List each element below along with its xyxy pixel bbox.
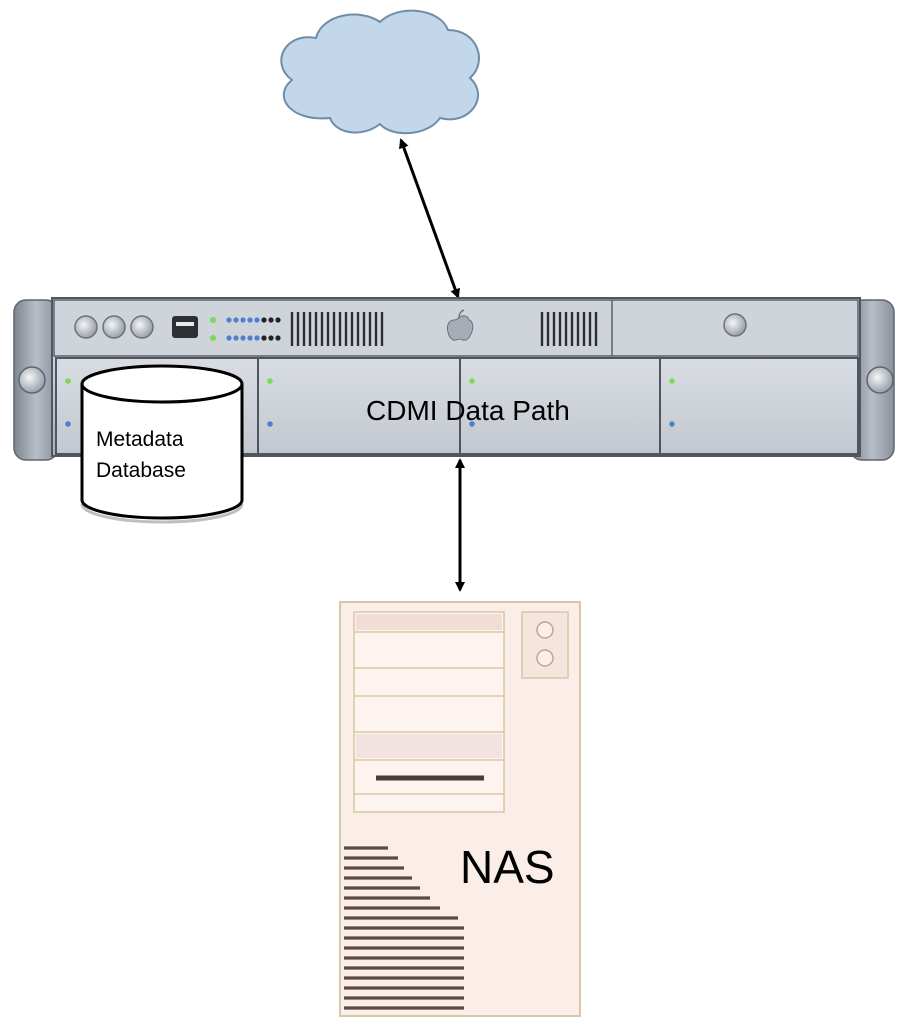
server-label: CDMI Data Path [366, 395, 570, 426]
nas-tower-icon [339, 601, 581, 1017]
logo-icon [446, 309, 474, 341]
database-label-line1: Metadata [96, 428, 184, 451]
nas-label: NAS [460, 841, 555, 893]
cloud-server-arrow [399, 138, 460, 299]
cloud-icon [280, 9, 480, 135]
database-label: Metadata Database [96, 424, 186, 486]
database-cylinder-icon [80, 364, 244, 524]
database-label-line2: Database [96, 459, 186, 482]
